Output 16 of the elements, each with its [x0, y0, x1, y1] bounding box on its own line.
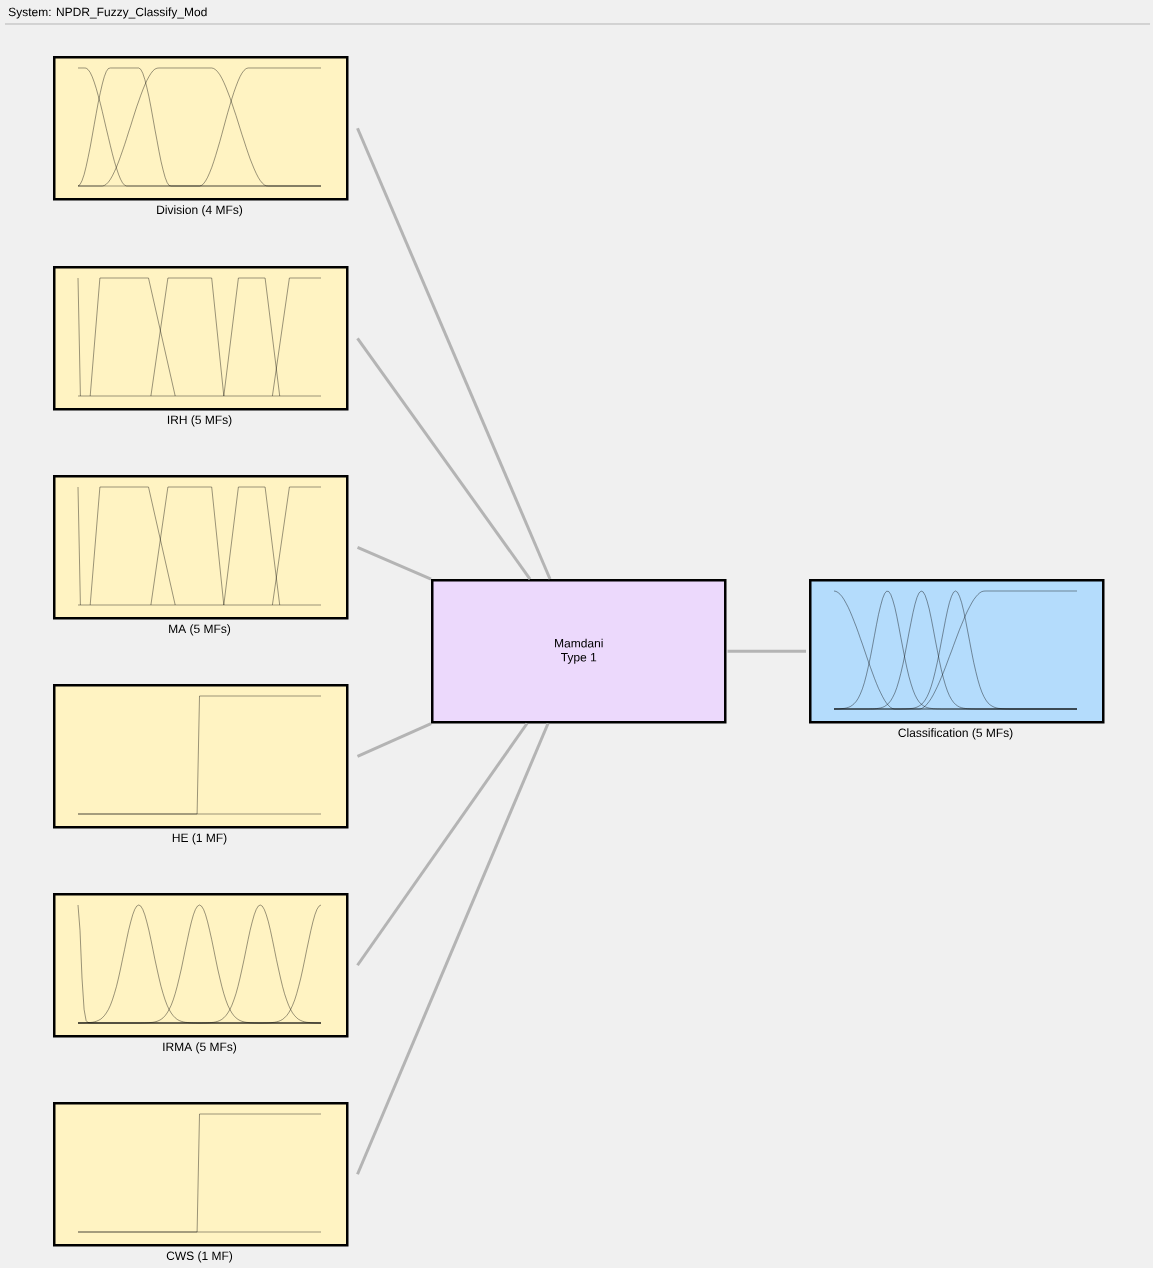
variable-label: Division (4 MFs): [157, 205, 243, 217]
variable-label: Classification (5 MFs): [898, 728, 1013, 740]
connector-line: [356, 722, 529, 967]
variable-label: IRMA (5 MFs): [163, 1042, 237, 1054]
variable-label: HE (1 MF): [172, 833, 227, 845]
connector-line: [356, 722, 550, 1175]
variable-label: IRH (5 MFs): [167, 415, 232, 427]
connector-line: [356, 722, 432, 758]
title: System: NPDR_Fuzzy_Classify_Mod: [8, 7, 207, 19]
connector-line: [356, 545, 432, 581]
variable-label: MA (5 MFs): [169, 624, 231, 636]
variable-label: CWS (1 MF): [166, 1251, 233, 1263]
connector-line: [356, 127, 552, 580]
connector-line: [356, 337, 532, 580]
rule-block: Mamdani Type 1: [431, 579, 727, 724]
connector-line: [727, 649, 806, 653]
